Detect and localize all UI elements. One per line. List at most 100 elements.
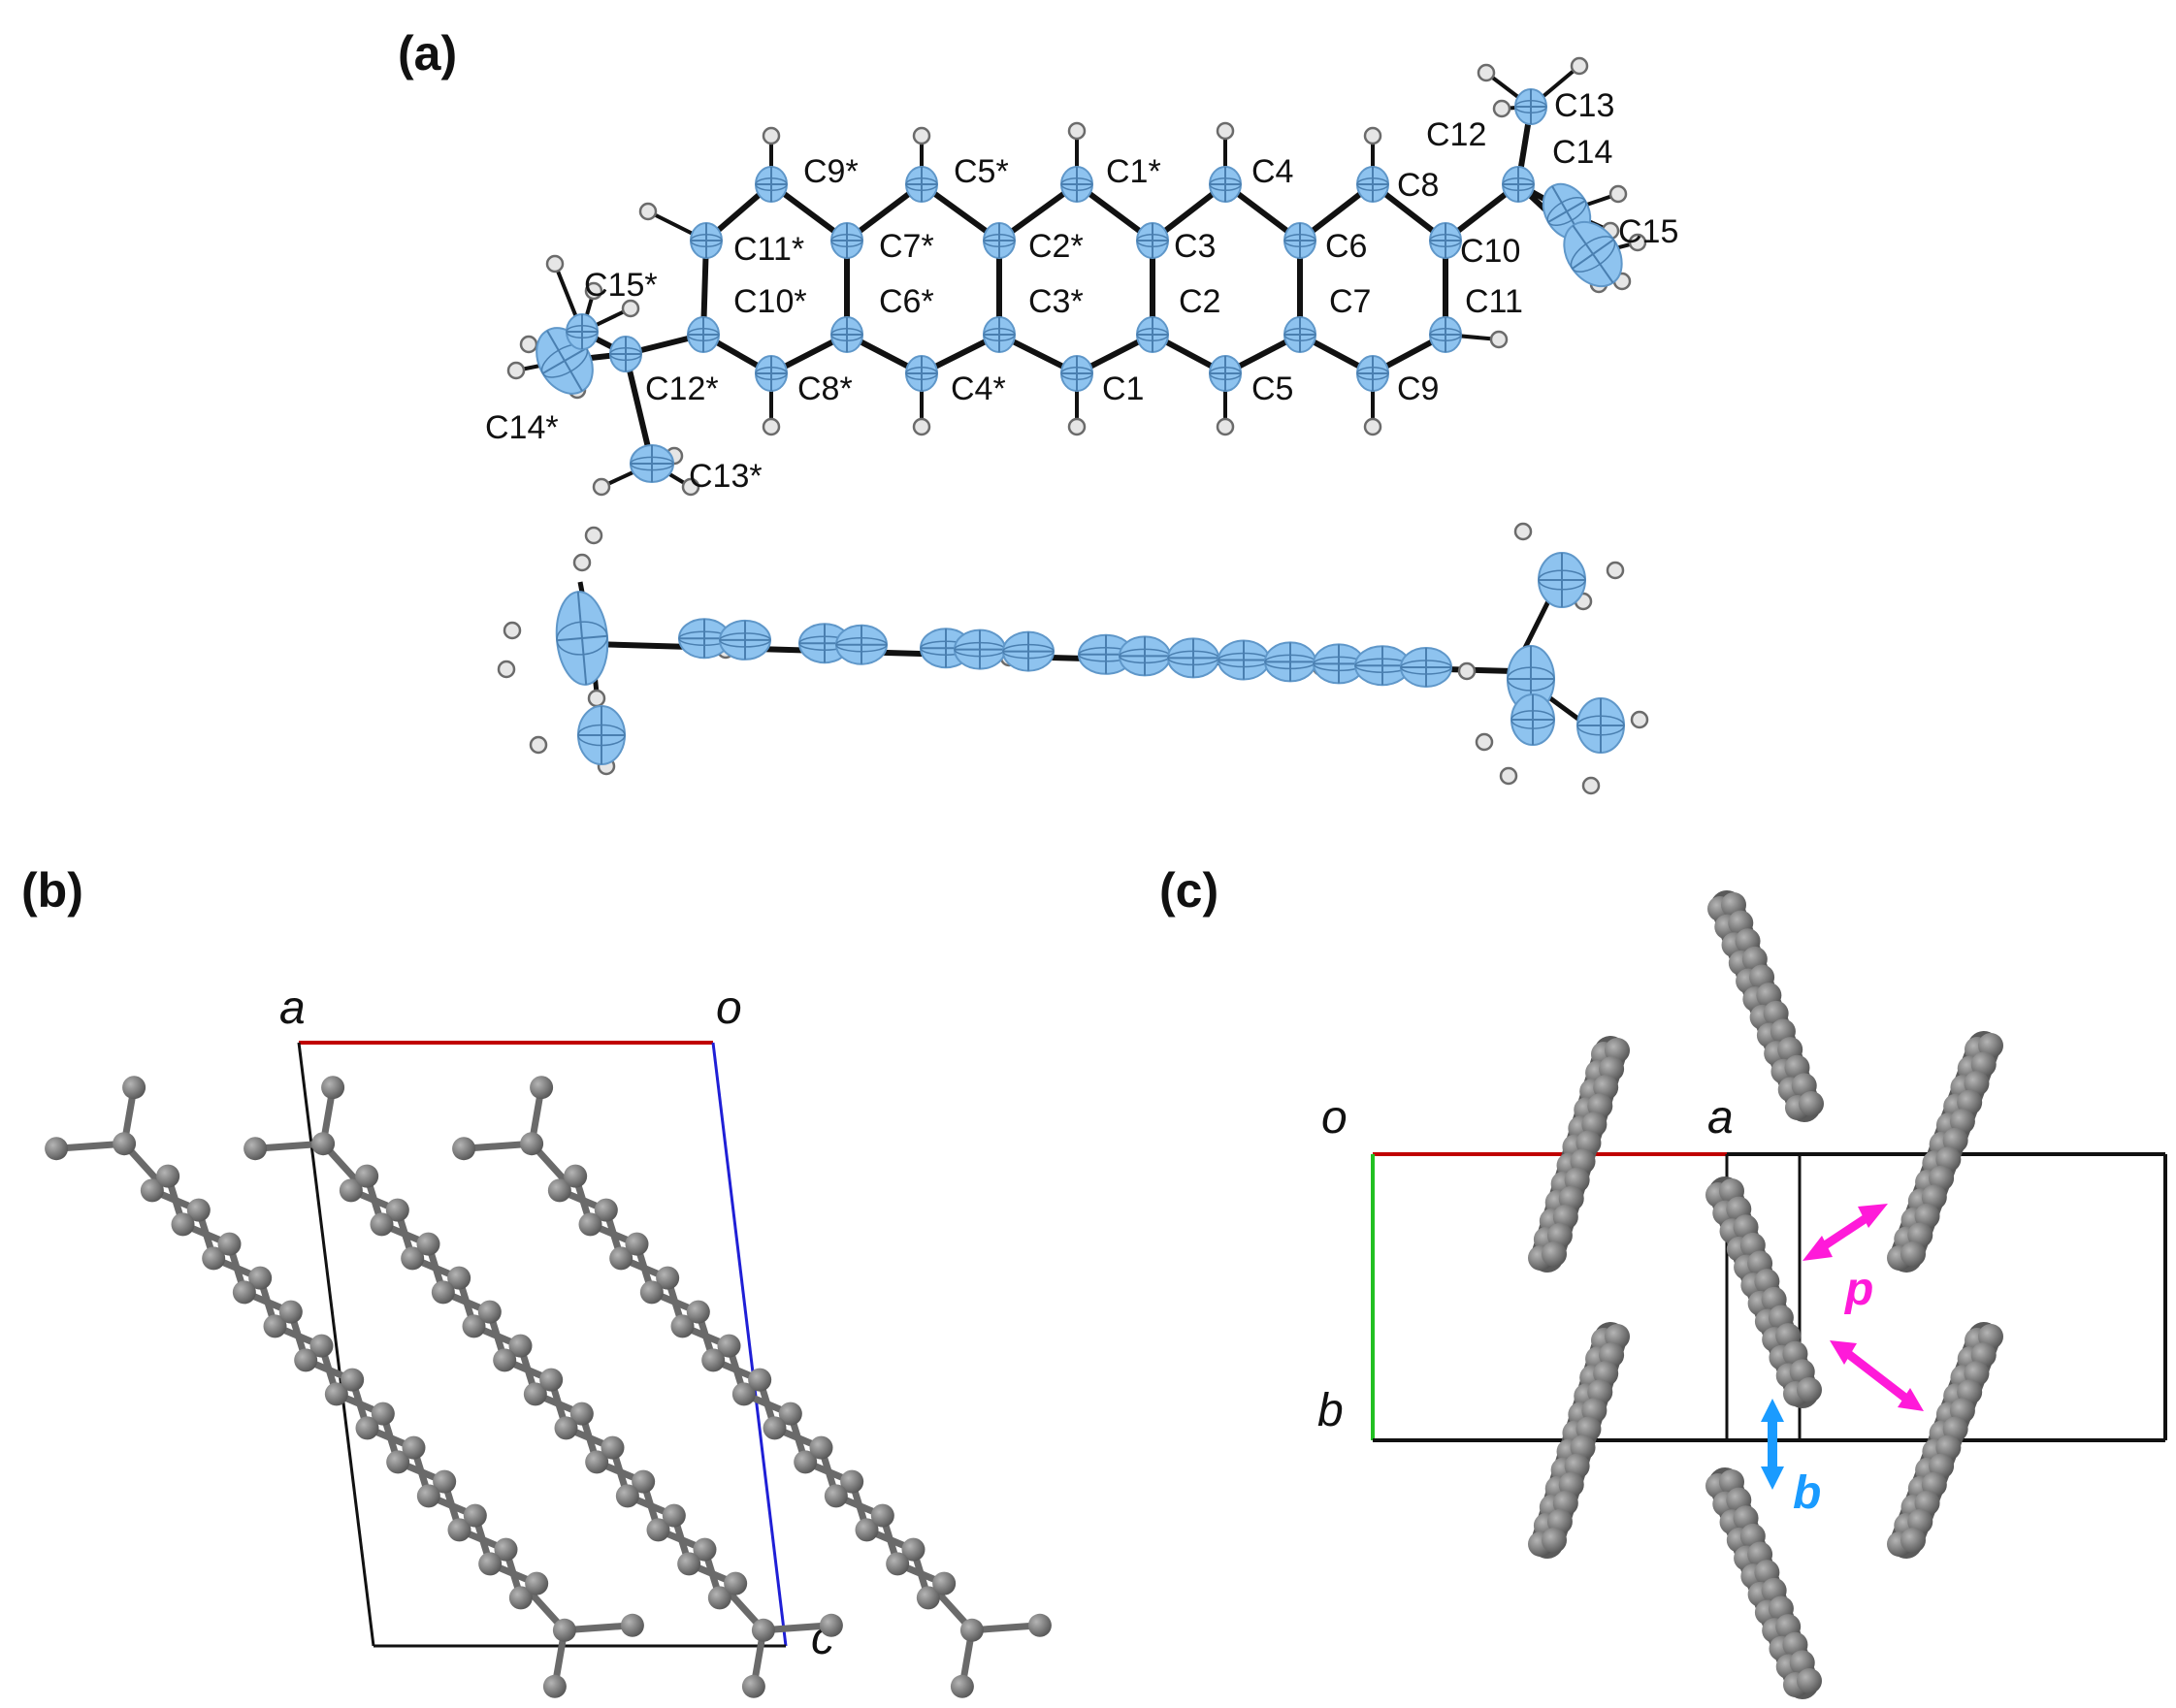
carbon-ellipsoid [1002, 630, 1055, 672]
hydrogen-atom [587, 689, 606, 708]
atom-ball [416, 1484, 440, 1508]
atom-label-c5: C5 [1251, 371, 1293, 407]
atom-label-c15s: C15* [584, 267, 658, 304]
stacked-molecule [1887, 1322, 2003, 1559]
hydrogen-atom [503, 621, 522, 640]
carbon-ellipsoid [830, 316, 863, 353]
carbon-ellipsoid [1400, 647, 1452, 688]
atom-ball [1949, 1109, 1975, 1135]
atom-label-c10: C10 [1460, 233, 1520, 270]
atom-ball [452, 1137, 476, 1161]
atom-ball [1542, 1241, 1567, 1267]
atom-label-c7: C7 [1329, 283, 1371, 320]
atom-ball [547, 1178, 571, 1203]
atom-label-c15: C15 [1618, 213, 1678, 250]
hydrogen-atom [621, 299, 640, 318]
atom-ball [530, 1076, 554, 1100]
hydrogen-atom [1513, 522, 1533, 541]
packed-molecule [45, 1076, 644, 1698]
atom-ball [950, 1674, 974, 1698]
atom-ball [686, 1300, 710, 1324]
atom-label-c3: C3 [1174, 228, 1216, 265]
carbon-ellipsoid [1538, 552, 1586, 608]
atom-ball [525, 1571, 549, 1595]
atom-ball [625, 1232, 649, 1256]
atom-ball [1027, 1613, 1052, 1637]
hydrogen-atom [762, 126, 781, 145]
hydrogen-atom [545, 254, 565, 274]
atom-ball [1935, 1146, 1962, 1173]
atom-ball [656, 1266, 680, 1290]
atom-ball [693, 1537, 717, 1562]
carbon-ellipsoid [905, 166, 938, 203]
atom-label-c10s: C10* [733, 283, 807, 320]
arrow-b [1761, 1399, 1784, 1490]
carbon-ellipsoid [755, 355, 788, 392]
arrow-p-upper [1803, 1204, 1888, 1261]
carbon-ellipsoid [1119, 635, 1171, 677]
transfer-arrows: p b [1761, 1204, 1924, 1519]
hydrogen-atom [1216, 417, 1235, 436]
atom-label-c11: C11 [1465, 283, 1523, 320]
carbon-ellipsoid [609, 336, 642, 372]
atom-ball [217, 1232, 242, 1256]
hydrogen-atom [1492, 99, 1511, 118]
atom-ball [339, 1178, 363, 1203]
atom-label-c4s: C4* [951, 371, 1006, 407]
atom-ball [508, 1334, 533, 1358]
hydrogen-atom [519, 335, 538, 354]
panel-c: (c) o a b p [1159, 863, 2167, 1699]
arrow-label-b: b [1793, 1467, 1821, 1519]
atom-ball [809, 1435, 833, 1460]
atom-ball [371, 1402, 395, 1426]
atom-ball [477, 1300, 502, 1324]
atom-ball [1964, 1071, 1990, 1097]
carbon-ellipsoid [577, 705, 626, 765]
carbon-ellipsoid [954, 628, 1006, 670]
atom-ball [431, 1280, 455, 1305]
stacked-molecule [1705, 1176, 1822, 1408]
atom-label-c14: C14 [1552, 134, 1612, 171]
atom-ball [731, 1382, 756, 1406]
atom-label-c12: C12 [1426, 116, 1486, 153]
atom-ball [620, 1613, 644, 1637]
atom-ball [122, 1076, 146, 1100]
hydrogen-atom [1581, 776, 1601, 795]
atom-ball [819, 1613, 843, 1637]
atom-label-c13s: C13* [689, 458, 763, 495]
carbon-ellipsoid [1264, 641, 1316, 683]
atom-ball [508, 1586, 533, 1610]
hydrogen-atom [1475, 732, 1494, 752]
hydrogen-atom [1630, 710, 1649, 729]
atom-ball [901, 1537, 926, 1562]
atom-ball [523, 1382, 547, 1406]
atom-ball [321, 1076, 345, 1100]
atom-label-c4: C4 [1251, 153, 1293, 190]
atom-ball [778, 1402, 802, 1426]
atom-ball [156, 1164, 180, 1188]
carbon-ellipsoid [983, 316, 1016, 353]
axis-label-a: a [279, 983, 306, 1034]
carbon-ellipsoid [1514, 88, 1547, 125]
atom-ball [886, 1552, 910, 1576]
hydrogen-atom [1477, 63, 1496, 82]
cell-edge-c [711, 1042, 788, 1647]
panel-b-label: (b) [21, 863, 83, 918]
hydrogen-atom [1606, 561, 1625, 580]
atom-ball [564, 1164, 588, 1188]
atom-ball [416, 1232, 440, 1256]
stacked-molecule [1887, 1031, 2003, 1273]
carbon-ellipsoid [630, 444, 674, 483]
hydrogen-atom [1608, 184, 1628, 204]
atom-ball [959, 1618, 984, 1642]
carbon-ellipsoid [555, 591, 609, 686]
atom-ball [1921, 1184, 1947, 1210]
atom-ball [1797, 1668, 1822, 1693]
hydrogen-atom [1067, 417, 1087, 436]
atom-label-c5s: C5* [954, 153, 1009, 190]
atom-ball [1942, 1127, 1968, 1153]
atom-ball [45, 1137, 69, 1161]
atom-label-c12s: C12* [645, 371, 719, 407]
panel-a-label: (a) [398, 26, 457, 81]
stacked-molecule [1705, 1467, 1822, 1699]
